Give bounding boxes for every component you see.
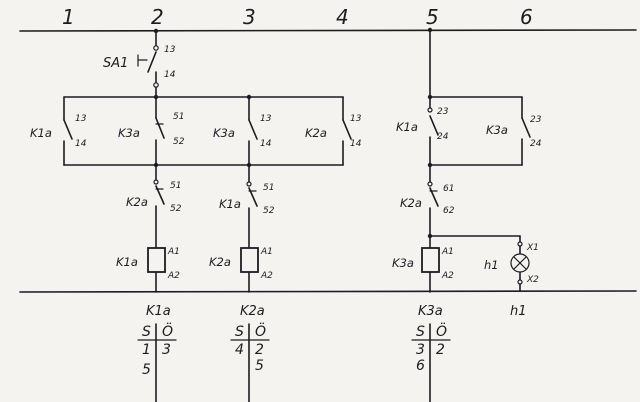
column-number: 2 [151,5,164,29]
svg-text:2: 2 [255,342,264,358]
coil-k2: K2a A1 A2 [209,247,273,293]
contact-table: S Ö 3 6 2 [411,322,451,402]
svg-text:62: 62 [443,206,455,216]
svg-text:S: S [416,324,425,340]
contact-table: S Ö 1 5 3 [137,322,177,402]
k2a-label: K2a [305,126,327,140]
svg-text:51: 51 [263,183,274,193]
column-5-circuit: K1a 23 24 K3a 23 24 K2a 61 62 [392,27,542,293]
svg-text:Ö: Ö [255,322,266,340]
svg-text:3: 3 [416,342,425,358]
lamp-h1: h1 X1 X2 [484,235,539,292]
svg-text:1: 1 [142,342,151,358]
k3a-label: K3a [486,123,508,137]
k2a-no-contact: K2a 13 14 [248,96,362,166]
k1a-label: K1a [396,120,418,134]
svg-text:X2: X2 [526,275,539,285]
svg-text:61: 61 [443,184,454,194]
svg-text:23: 23 [437,107,449,117]
column-number: 5 [426,5,439,29]
k3a-label: K3a [213,126,235,140]
svg-text:X1: X1 [526,243,539,253]
k1a-no-contact-col5: K1a 23 24 [396,96,449,168]
svg-text:24: 24 [437,132,449,142]
svg-text:A1: A1 [167,247,180,257]
sa1-terminal-top: 13 [164,45,176,55]
sa1-pushbutton: SA1 13 14 [103,45,176,80]
svg-text:Ö: Ö [436,322,447,340]
svg-text:A1: A1 [441,247,454,257]
svg-text:A2: A2 [260,271,273,281]
coil-k3: K3a A1 A2 [392,247,454,293]
svg-text:A1: A1 [260,247,273,257]
bottom-rail [19,290,637,293]
svg-text:14: 14 [260,139,272,149]
lamp-label: h1 [484,258,499,272]
contact-table: S Ö 4 5 2 [230,322,270,402]
k3a-no-contact-col6: K3a 23 24 [486,96,542,166]
k1a-nc-contact: K1a 51 52 [219,164,275,249]
svg-text:A2: A2 [167,271,180,281]
svg-text:13: 13 [75,114,87,124]
svg-text:3: 3 [162,342,171,358]
device-label-k3a: K3a [418,304,443,319]
svg-text:14: 14 [350,139,362,149]
k2a-label: K2a [400,196,422,210]
sa1-label: SA1 [103,56,128,71]
svg-text:2: 2 [436,342,445,358]
column-2-circuit: SA1 13 14 K1a 13 14 K3a 51 5 [30,28,344,293]
device-label-k1a: K1a [146,304,171,319]
svg-text:S: S [235,324,244,340]
k1a-label: K1a [30,126,52,140]
k2a-label: K2a [126,195,148,209]
svg-text:Ö: Ö [162,322,173,340]
svg-text:51: 51 [170,181,181,191]
column-number: 6 [520,5,533,29]
k3a-nc-contact: K3a 51 52 [118,96,185,168]
device-label-h1: h1 [510,304,527,319]
coil-k2-label: K2a [209,255,231,269]
sa1-terminal-bottom: 14 [164,70,176,80]
k3a-no-contact: K3a 13 14 [213,96,272,168]
k1a-hold-contact: K1a 13 14 [30,96,87,166]
svg-text:6: 6 [416,358,425,374]
column-number: 1 [62,5,75,29]
svg-text:5: 5 [142,362,151,378]
svg-text:24: 24 [530,139,542,149]
svg-text:5: 5 [255,358,264,374]
coil-k1-label: K1a [116,255,138,269]
k1a-label: K1a [219,197,241,211]
k2a-nc-contact: K2a 51 52 [126,164,182,249]
coil-k1: K1a A1 A2 [116,247,180,293]
column-3-circuit: K3a 13 14 K2a 13 14 K1a 51 52 [209,94,362,293]
svg-text:A2: A2 [441,271,454,281]
svg-text:4: 4 [235,342,244,358]
svg-text:13: 13 [260,114,272,124]
device-label-k2a: K2a [240,304,265,319]
svg-text:13: 13 [350,114,362,124]
svg-text:14: 14 [75,139,87,149]
svg-text:51: 51 [173,112,184,122]
top-rail [19,29,637,32]
svg-text:S: S [142,324,151,340]
column-number: 3 [243,5,256,29]
k3a-label: K3a [118,126,140,140]
svg-text:52: 52 [170,204,182,214]
coil-k3-label: K3a [392,256,414,270]
k2a-nc-contact-col5: K2a 61 62 [400,164,455,249]
svg-text:52: 52 [173,137,185,147]
svg-text:23: 23 [530,115,542,125]
column-number: 4 [336,5,349,29]
terminal-ring [153,45,159,51]
svg-text:52: 52 [263,206,275,216]
